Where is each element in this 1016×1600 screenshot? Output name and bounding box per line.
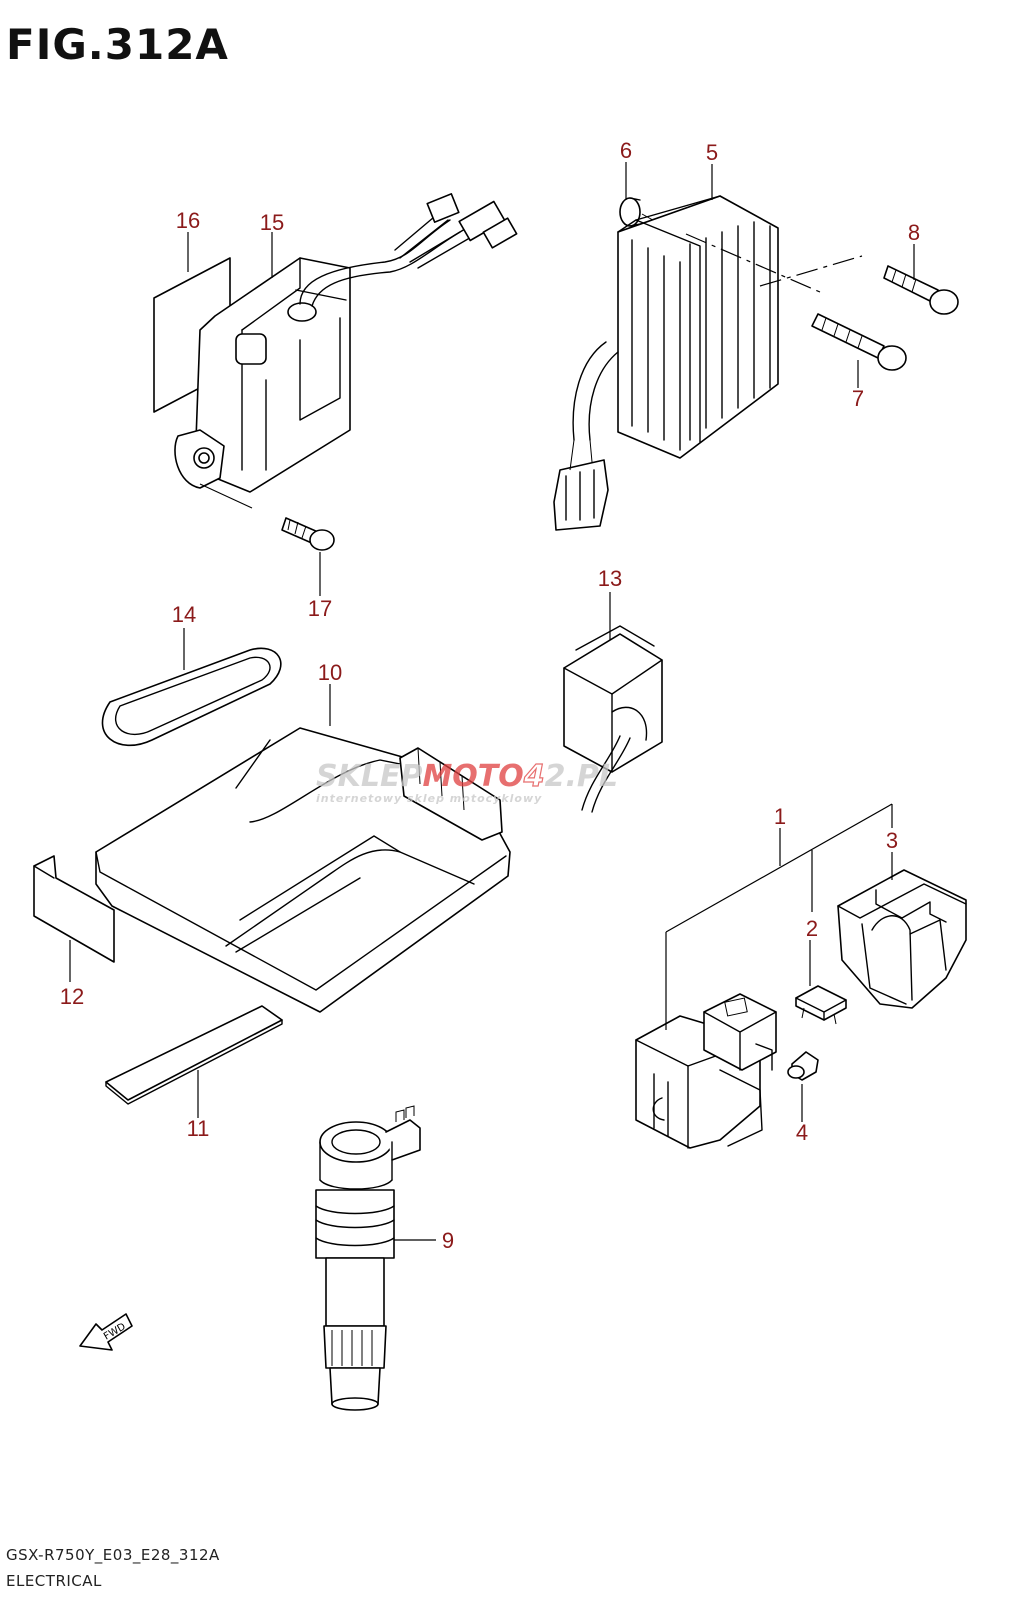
figure-title: FIG.312A — [6, 20, 229, 69]
watermark-tagline: internetowy sklep motocyklowy — [316, 792, 542, 805]
part-14-seal[interactable] — [101, 647, 282, 746]
callout-5[interactable]: 5 — [706, 140, 718, 165]
callout-6[interactable]: 6 — [620, 138, 632, 163]
part-3-cover[interactable] — [837, 869, 967, 1009]
part-6-collar[interactable] — [619, 197, 661, 227]
fwd-arrow-icon: FWD — [79, 1313, 133, 1351]
part-5-rectifier[interactable] — [553, 195, 779, 531]
watermark: SKLEPMOTO42.PL internetowy sklep motocyk… — [316, 758, 618, 805]
part-1-fuse-box[interactable] — [635, 993, 777, 1149]
watermark-brand-4: 2.PL — [545, 759, 618, 794]
footer-model-code: GSX-R750Y_E03_E28_312A — [6, 1546, 220, 1564]
watermark-brand-1: SKLEP — [316, 759, 422, 794]
callout-12[interactable]: 12 — [60, 984, 84, 1009]
callout-17[interactable]: 17 — [308, 596, 332, 621]
callout-8[interactable]: 8 — [908, 220, 920, 245]
part-12-pad[interactable] — [33, 855, 115, 963]
callout-labels: 16 15 6 5 8 7 17 13 14 10 1 3 2 12 11 4 … — [60, 138, 920, 1253]
part-7-bolt[interactable] — [811, 313, 907, 371]
callout-2[interactable]: 2 — [806, 916, 818, 941]
callout-9[interactable]: 9 — [442, 1228, 454, 1253]
callout-4[interactable]: 4 — [796, 1120, 808, 1145]
svg-text:SKLEPMOTO42.PL: SKLEPMOTO42.PL — [316, 759, 618, 794]
callout-10[interactable]: 10 — [318, 660, 342, 685]
part-11-pad[interactable] — [105, 1005, 283, 1105]
watermark-brand-2: MOTO — [422, 759, 523, 794]
callout-1[interactable]: 1 — [774, 804, 786, 829]
part-10-ecm[interactable] — [95, 727, 511, 1013]
callout-11[interactable]: 11 — [187, 1116, 210, 1141]
callout-7[interactable]: 7 — [852, 386, 864, 411]
footer-section: ELECTRICAL — [6, 1572, 102, 1590]
leader-lines — [69, 162, 915, 1241]
part-15-module[interactable] — [174, 193, 518, 509]
part-13-relay[interactable] — [563, 625, 663, 813]
callout-15[interactable]: 15 — [260, 210, 284, 235]
part-17-bolt[interactable] — [281, 517, 335, 551]
part-8-bolt[interactable] — [883, 265, 959, 315]
callout-14[interactable]: 14 — [172, 602, 196, 627]
callout-16[interactable]: 16 — [176, 208, 200, 233]
callout-3[interactable]: 3 — [886, 828, 898, 853]
watermark-brand-3: 4 — [523, 759, 545, 794]
part-9-ignition-coil[interactable] — [315, 1105, 421, 1411]
callout-13[interactable]: 13 — [598, 566, 622, 591]
part-2-fuse[interactable] — [795, 985, 847, 1025]
part-4-screw[interactable] — [787, 1051, 819, 1081]
